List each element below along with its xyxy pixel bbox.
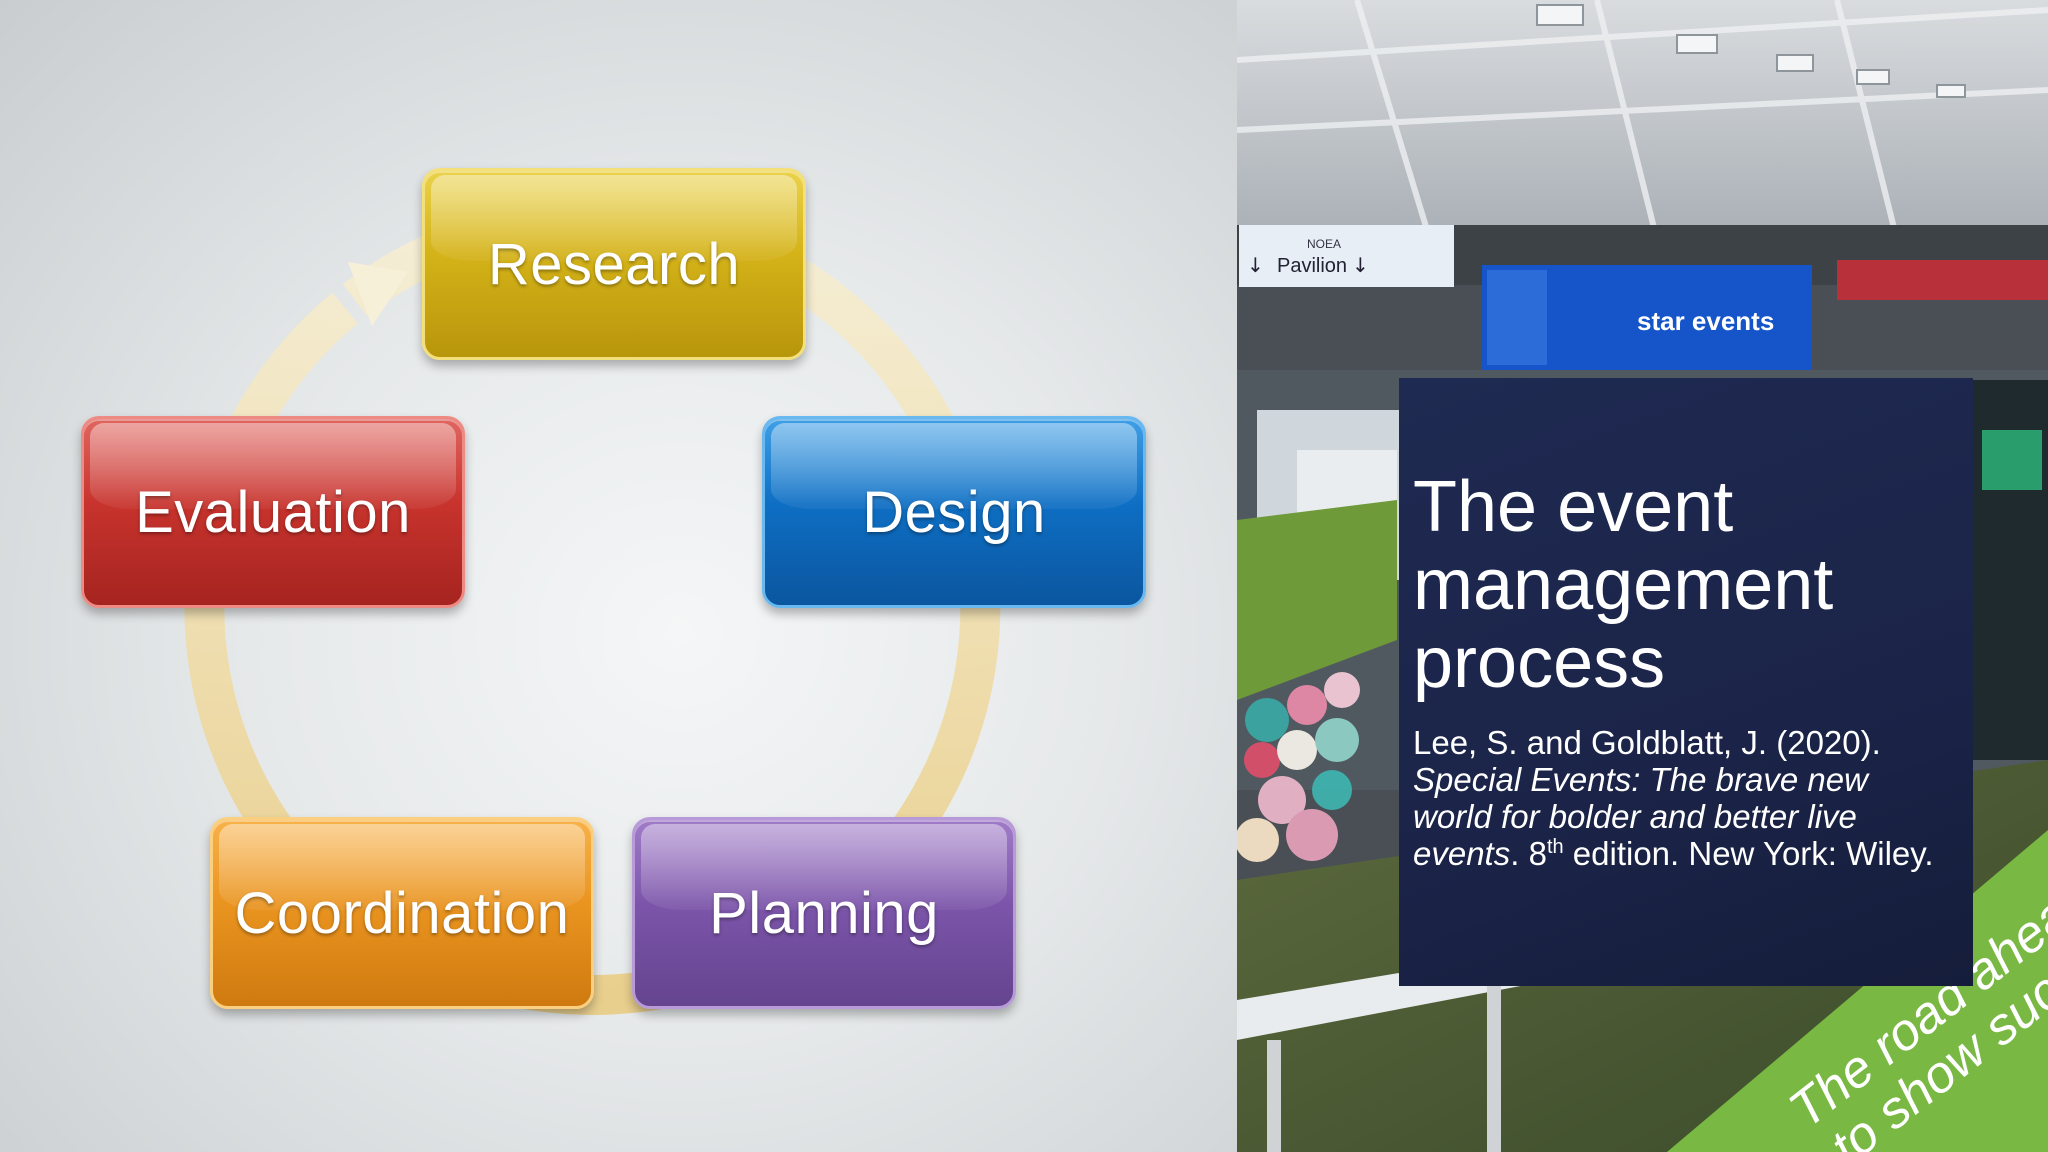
step-evaluation-box: Evaluation [81, 416, 465, 608]
citation-edition-suffix: th [1547, 836, 1564, 858]
title-card: The event management process Lee, S. and… [1399, 378, 1973, 986]
step-planning-box: Planning [632, 817, 1016, 1009]
svg-text:↓: ↓ [1352, 253, 1369, 277]
slide-title: The event management process [1413, 468, 1955, 702]
step-coordination-label: Coordination [235, 880, 570, 947]
step-research-label: Research [488, 231, 740, 298]
event-photo-panel: NOEA Pavilion ↓ ↓ star events [1237, 0, 2048, 1152]
sign-pavilion-text: Pavilion [1277, 255, 1347, 277]
cycle-diagram-panel: Research Design Planning Coordination Ev… [0, 0, 1237, 1152]
step-evaluation-label: Evaluation [135, 479, 411, 546]
citation-edition-rest: edition. New York: Wiley. [1564, 835, 1934, 872]
citation-edition-number: 8 [1529, 835, 1547, 872]
step-research-box: Research [422, 168, 806, 360]
citation-authors: Lee, S. and Goldblatt, J. (2020). [1413, 724, 1881, 761]
sign-top-text: NOEA [1307, 237, 1341, 251]
banner-brand-text: star events [1637, 306, 1774, 336]
step-design-box: Design [762, 416, 1146, 608]
step-planning-label: Planning [709, 880, 939, 947]
svg-text:↓: ↓ [1247, 253, 1264, 277]
step-design-label: Design [862, 479, 1046, 546]
step-coordination-box: Coordination [210, 817, 594, 1009]
citation: Lee, S. and Goldblatt, J. (2020). Specia… [1413, 724, 1955, 872]
